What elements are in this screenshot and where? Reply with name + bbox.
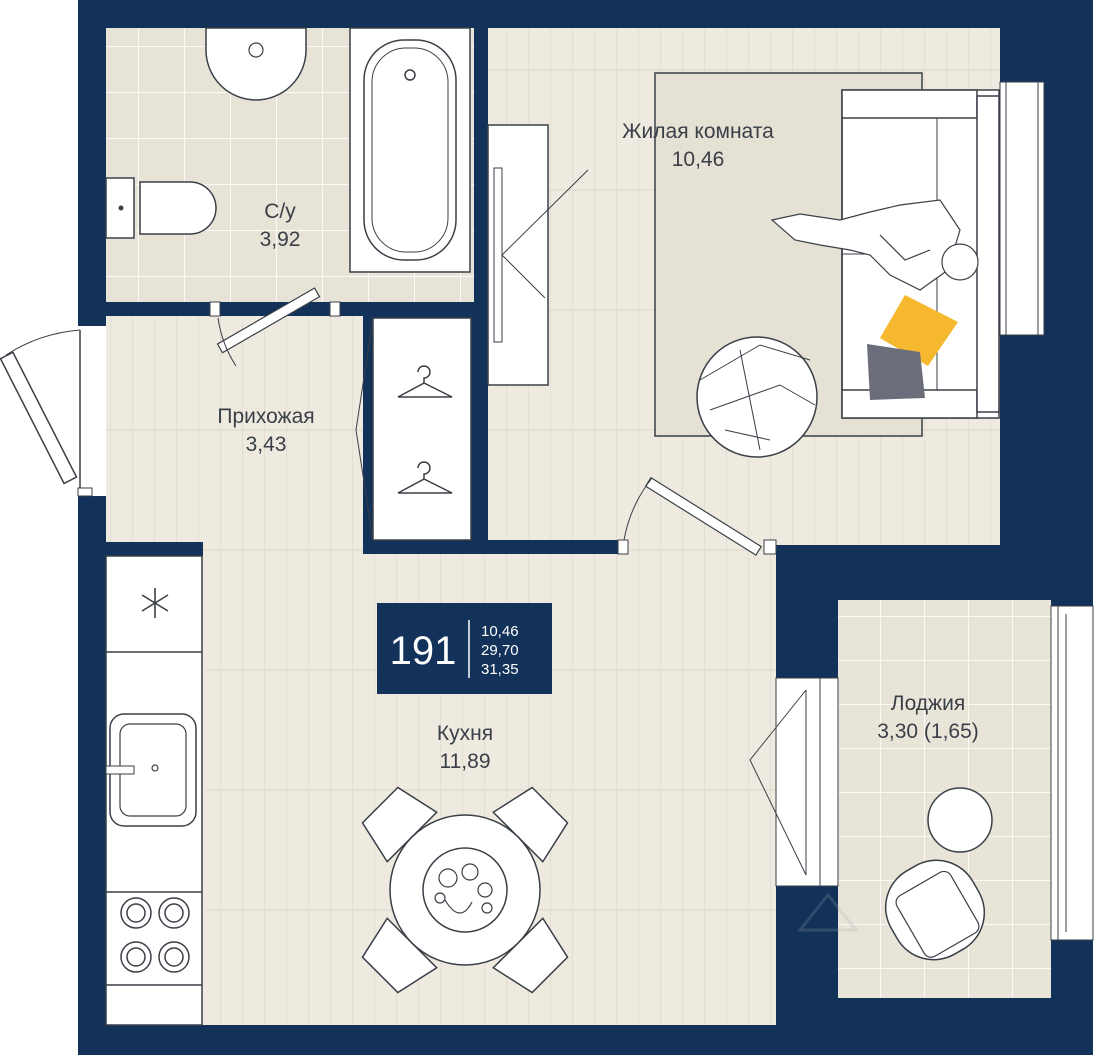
coffee-table: [696, 336, 818, 458]
hanger-icon: [397, 365, 453, 398]
living-name: Жилая комната: [622, 120, 774, 143]
loggia-name: Лоджия: [891, 692, 965, 715]
badge-total-with-loggia: 31,35: [481, 661, 519, 678]
loggia-table: [927, 787, 993, 853]
loggia-door: [776, 678, 838, 886]
kitchen-area: 11,89: [440, 750, 491, 773]
bathroom-name: С/у: [264, 200, 296, 223]
armchair: [884, 859, 986, 961]
watermark: [796, 892, 860, 932]
bathroom-door: [209, 287, 341, 367]
dining-table: [361, 786, 569, 994]
partition-wall: [474, 28, 488, 540]
kitchen-name: Кухня: [437, 722, 493, 745]
bathtub-icon: [349, 27, 471, 273]
washbasin-icon: [205, 27, 307, 101]
window-loggia: [1051, 606, 1093, 940]
loggia-area: 3,30 (1,65): [877, 720, 979, 743]
toilet-icon: [105, 177, 217, 239]
wardrobe: [355, 317, 472, 541]
person-sketch: [770, 199, 979, 291]
sink-icon: [105, 713, 197, 827]
badge-living-area: 10,46: [481, 623, 519, 640]
hallway-name: Прихожая: [217, 405, 314, 428]
apartment-badge: 191 10,46 29,70 31,35: [377, 603, 552, 694]
pillow-gray: [867, 344, 925, 400]
hallway-area: 3,43: [246, 433, 287, 456]
entrance-door: [78, 326, 106, 496]
living-door: [617, 476, 777, 556]
hanger-icon: [397, 461, 453, 494]
bathroom-area: 3,92: [260, 228, 301, 251]
badge-total-area: 29,70: [481, 642, 519, 659]
hallway-floor: [106, 316, 363, 544]
fridge-snowflake-icon: [141, 588, 169, 618]
apartment-number: 191: [390, 629, 457, 673]
window-living: [1000, 82, 1044, 335]
fruit-plate-icon: [434, 863, 493, 914]
stove-icon: [120, 897, 190, 973]
tv-cabinet: [487, 124, 589, 386]
pillow-yellow: [880, 295, 958, 366]
living-area: 10,46: [672, 148, 725, 171]
